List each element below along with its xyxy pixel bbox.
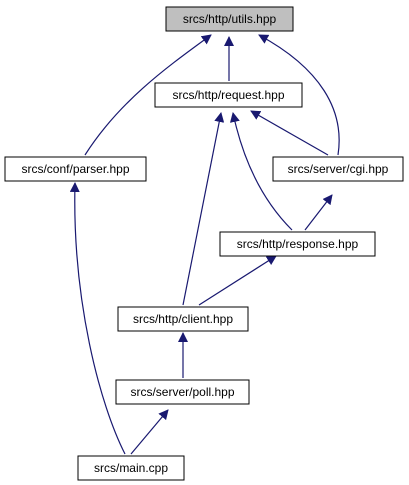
node-poll-hpp[interactable]: srcs/server/poll.hpp [115, 379, 250, 405]
node-label: srcs/http/response.hpp [237, 237, 359, 251]
node-request-hpp[interactable]: srcs/http/request.hpp [154, 82, 303, 108]
edge-client-to-response [198, 255, 277, 306]
edge-parser-to-utils [84, 34, 212, 156]
node-label: srcs/main.cpp [94, 461, 168, 475]
edge-client-to-request [182, 112, 225, 306]
edge-response-to-cgi [304, 194, 333, 231]
node-main-cpp[interactable]: srcs/main.cpp [77, 455, 185, 481]
node-label: srcs/http/request.hpp [172, 88, 284, 102]
node-parser-hpp[interactable]: srcs/conf/parser.hpp [4, 156, 147, 182]
node-label: srcs/conf/parser.hpp [21, 162, 129, 176]
node-utils-hpp[interactable]: srcs/http/utils.hpp [165, 6, 294, 32]
edge-cgi-to-request [250, 110, 329, 156]
edge-response-to-request [229, 112, 293, 231]
edge-cgi-to-utils [258, 34, 340, 156]
node-client-hpp[interactable]: srcs/http/client.hpp [117, 306, 249, 332]
node-label: srcs/server/poll.hpp [130, 385, 234, 399]
node-cgi-hpp[interactable]: srcs/server/cgi.hpp [272, 156, 404, 182]
node-label: srcs/http/utils.hpp [183, 12, 277, 26]
node-response-hpp[interactable]: srcs/http/response.hpp [219, 231, 376, 257]
node-label: srcs/http/client.hpp [133, 312, 233, 326]
edge-main-to-poll [130, 409, 169, 455]
edge-main-to-parser [69, 182, 126, 455]
node-label: srcs/server/cgi.hpp [288, 162, 389, 176]
